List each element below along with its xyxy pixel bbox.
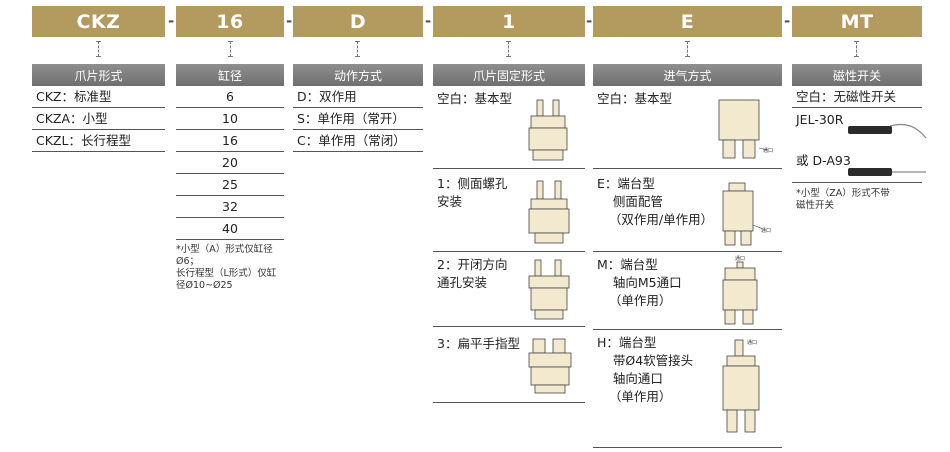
mount-label: 2：开闭方向 通孔安装 [437, 257, 508, 290]
code-ckz: CKZ [32, 6, 165, 37]
port-label-tag: 通口 [763, 147, 773, 154]
header-port: 进气方式 [593, 64, 782, 86]
connector [96, 41, 101, 57]
separator: - [168, 12, 175, 30]
port-label: H：端台型 带Ø4软管接头 轴向通口 （单作用） [597, 335, 694, 404]
list-item: 16 [176, 130, 284, 152]
connector [355, 41, 360, 57]
separator: - [586, 12, 593, 30]
connector [685, 41, 690, 57]
separator: - [286, 12, 293, 30]
separator: - [784, 12, 791, 30]
switch-row: 空白：无磁性开关 [792, 86, 922, 108]
list-item: CKZA：小型 [32, 108, 165, 130]
port-label: E：端台型 侧面配管 （双作用/单作用） [597, 176, 714, 227]
mount-label: 1：侧面螺孔 安装 [437, 176, 508, 209]
gripper-illustration: 通口 [722, 339, 760, 433]
code-action: D [293, 6, 423, 37]
bore-list: 6 10 16 20 25 32 40 *小型（A）形式仅缸径Ø6； 长行程型（… [176, 86, 284, 292]
connector [506, 41, 511, 57]
gripper-illustration [528, 338, 572, 394]
code-port: E [593, 6, 782, 37]
switch-label: 空白：无磁性开关 [796, 89, 897, 104]
gripper-illustration: 通口 [722, 255, 758, 325]
header-jaw-type: 爪片形式 [32, 64, 165, 86]
sensor-illustration [848, 123, 927, 139]
port-row-axial-m5: M：端台型 轴向M5通口 （单作用） 通口 [593, 252, 782, 330]
mount-label: 空白：基本型 [437, 91, 513, 106]
jaw-type-list: CKZ：标准型 CKZA：小型 CKZL：长行程型 [32, 86, 165, 152]
port-label-tag: 通口 [761, 227, 771, 234]
list-item: 6 [176, 86, 284, 108]
list-item: CKZL：长行程型 [32, 130, 165, 152]
port-row-side: E：端台型 侧面配管 （双作用/单作用） 通口 [593, 169, 782, 252]
mount-row-side: 1：侧面螺孔 安装 [433, 169, 585, 252]
mount-row-flat: 3：扁平手指型 [433, 327, 585, 403]
connector [228, 41, 233, 57]
header-action: 动作方式 [293, 64, 423, 86]
mount-row-through: 2：开闭方向 通孔安装 [433, 252, 585, 327]
port-label: M：端台型 轴向M5通口 （单作用） [597, 257, 682, 308]
separator: - [425, 12, 432, 30]
list-item: CKZ：标准型 [32, 86, 165, 108]
code-switch: MT [792, 6, 922, 37]
connector [854, 41, 859, 57]
list-item: 40 [176, 218, 284, 240]
list-item: C：单作用（常闭） [293, 130, 423, 152]
code-mount: 1 [433, 6, 585, 37]
sensor-model-1: JEL-30R [796, 112, 844, 127]
gripper-illustration: 通口 [718, 99, 773, 159]
port-label-tag: 通口 [735, 255, 745, 262]
header-mount: 爪片固定形式 [433, 64, 585, 86]
action-list: D：双作用 S：单作用（常开） C：单作用（常闭） [293, 86, 423, 152]
sensor-model-2: 或 D-A93 [796, 153, 851, 168]
gripper-illustration [528, 99, 568, 161]
list-item: D：双作用 [293, 86, 423, 108]
switch-note: *小型（ZA）形式不带 磁性开关 [796, 188, 890, 211]
list-item: 10 [176, 108, 284, 130]
port-label: 空白：基本型 [597, 91, 673, 106]
list-item: S：单作用（常开） [293, 108, 423, 130]
code-bore: 16 [176, 6, 284, 37]
port-row-basic: 空白：基本型 通口 [593, 86, 782, 169]
gripper-illustration [528, 259, 570, 320]
port-label-tag: 通口 [747, 339, 757, 346]
divider [792, 182, 922, 183]
gripper-illustration [528, 180, 570, 244]
header-bore: 缸径 [176, 64, 284, 86]
sensor-illustration [848, 168, 926, 176]
bore-note: *小型（A）形式仅缸径Ø6； 长行程型（L形式）仅缸径Ø10~Ø25 [176, 244, 277, 291]
gripper-illustration: 通口 [722, 182, 771, 246]
mount-row-basic: 空白：基本型 [433, 86, 585, 169]
header-switch: 磁性开关 [792, 64, 922, 86]
list-item: 25 [176, 174, 284, 196]
list-item: 20 [176, 152, 284, 174]
list-item: 32 [176, 196, 284, 218]
port-row-axial-hose: H：端台型 带Ø4软管接头 轴向通口 （单作用） 通口 [593, 330, 782, 448]
mount-label: 3：扁平手指型 [437, 336, 520, 351]
